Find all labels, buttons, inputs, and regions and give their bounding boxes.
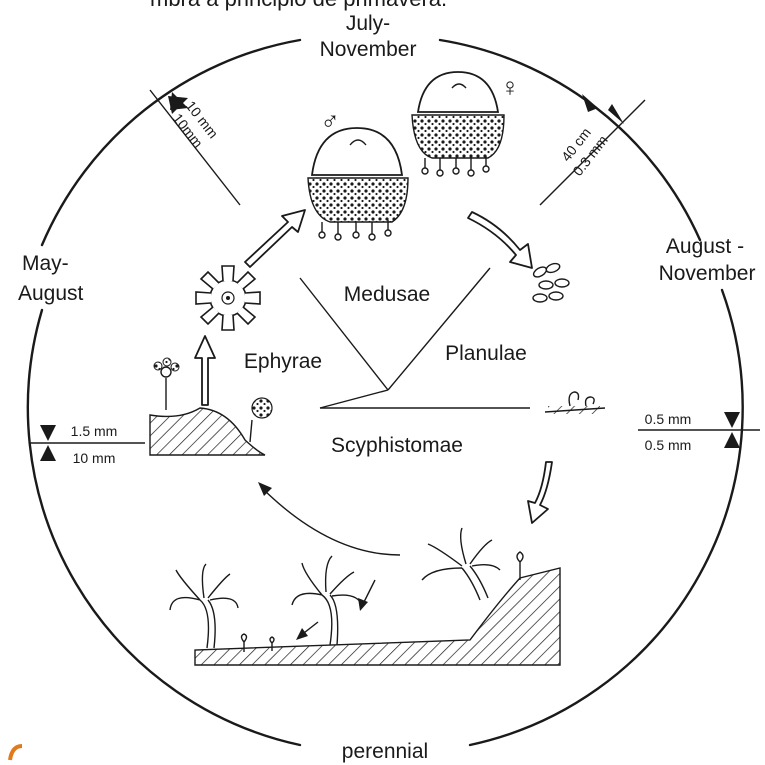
- season-left-line1: May-: [22, 252, 69, 275]
- size-left-lower: 10 mm: [73, 450, 116, 466]
- boundary-marks: [30, 90, 760, 461]
- stage-label-planulae: Planulae: [445, 342, 527, 365]
- male-medusa-illustration: [308, 128, 408, 240]
- female-symbol: ♀: [500, 72, 520, 102]
- strobilation-arrow: [258, 482, 400, 555]
- stage-label-ephyrae: Ephyrae: [244, 350, 322, 373]
- watermark: [10, 746, 22, 760]
- size-left-upper: 1.5 mm: [71, 423, 118, 439]
- planulae-illustration: [532, 262, 569, 302]
- season-top-line1: July-: [346, 12, 390, 35]
- size-right-lower: 0.5 mm: [645, 437, 692, 453]
- season-right-line1: August -: [666, 235, 744, 258]
- season-top-line2: November: [320, 38, 417, 61]
- stage-label-scyphistomae: Scyphistomae: [331, 434, 463, 457]
- settled-planula-illustration: [545, 392, 605, 414]
- season-right-line2: November: [659, 262, 756, 285]
- stage-label-medusae: Medusae: [344, 283, 430, 306]
- female-medusa-illustration: [412, 72, 504, 176]
- season-left-line2: August: [18, 282, 84, 305]
- season-bottom: perennial: [342, 740, 428, 763]
- size-right-upper: 0.5 mm: [645, 411, 692, 427]
- scyphistoma-colony-illustration: [170, 528, 560, 665]
- header-partial-text: mbra a principio de primavera.: [150, 0, 447, 11]
- ephyra-illustration: [196, 266, 260, 330]
